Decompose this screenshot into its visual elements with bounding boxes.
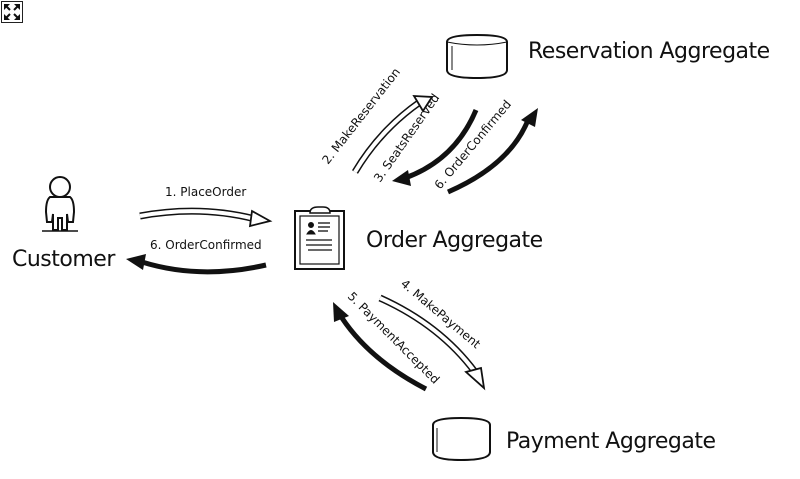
expand-arrows-icon	[4, 4, 20, 20]
customer-label: Customer	[12, 247, 116, 272]
arrow-place-order	[139, 207, 273, 228]
arrow-make-payment	[378, 294, 486, 391]
message-label-place-order: 1. PlaceOrder	[165, 185, 246, 199]
clipboard-icon	[294, 206, 345, 270]
arrow-make-reservation	[351, 95, 434, 174]
arrow-payment-accepted	[333, 302, 428, 392]
person-icon	[42, 176, 78, 232]
order-aggregate-label: Order Aggregate	[366, 228, 543, 253]
database-cylinder-icon	[432, 416, 491, 462]
message-label-order-confirmed-customer: 6. OrderConfirmed	[150, 238, 262, 252]
expand-button[interactable]	[1, 1, 23, 23]
database-cylinder-icon	[446, 33, 508, 80]
arrow-seats-reserved	[392, 109, 479, 186]
arrow-order-confirmed-customer	[126, 254, 267, 275]
reservation-aggregate-label: Reservation Aggregate	[528, 39, 770, 64]
arrow-order-confirmed-reservation	[447, 108, 538, 195]
payment-aggregate-label: Payment Aggregate	[506, 429, 716, 454]
